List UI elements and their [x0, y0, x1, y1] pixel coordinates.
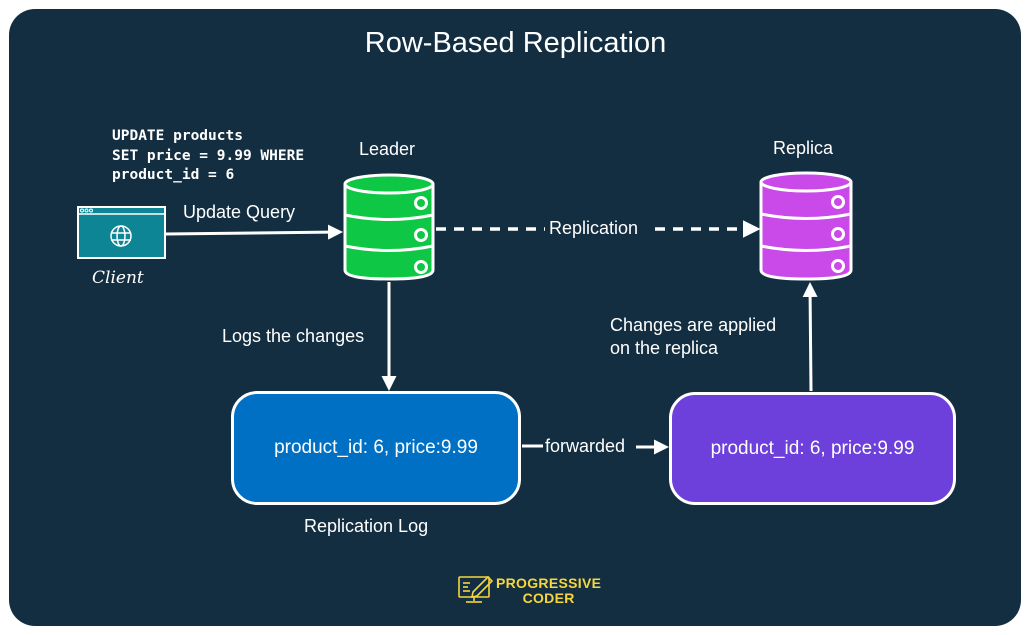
sql-query: UPDATE products SET price = 9.99 WHERE p…: [112, 127, 304, 186]
changes-applied-line: on the replica: [610, 338, 719, 358]
leader-database-icon: [343, 173, 435, 281]
diagram-title: Row-Based Replication: [364, 27, 667, 59]
update-query-arrow: [165, 224, 343, 240]
forwarded-label: forwarded: [545, 436, 626, 456]
replica-database-icon: [759, 171, 853, 281]
client-node: [77, 206, 166, 259]
changes-applied-label: Changes are applied on the replica: [610, 314, 776, 360]
replica-log-content: product_id: 6, price:9.99: [710, 437, 915, 459]
diagram-background: [9, 9, 1021, 626]
sql-query-line: SET price = 9.99 WHERE: [112, 147, 305, 164]
sql-query-line: UPDATE products: [112, 128, 243, 144]
replica-label: Replica: [773, 138, 834, 158]
leader-label: Leader: [359, 139, 416, 159]
progressive-coder-logo-icon: [458, 575, 494, 603]
sql-query-line: product_id = 6: [112, 167, 235, 183]
apply-changes-arrow: [802, 282, 818, 392]
client-label: Client: [92, 268, 144, 288]
changes-applied-line: Changes are applied: [610, 315, 777, 335]
replication-log-content: product_id: 6, price:9.99: [274, 437, 478, 458]
progressive-coder-logo: PROGRESSIVE CODER: [496, 576, 601, 606]
replication-log-label: Replication Log: [304, 516, 429, 536]
globe-icon: [110, 225, 132, 247]
logo-line-2: CODER: [522, 590, 575, 606]
update-query-label: Update Query: [183, 202, 296, 222]
replication-label: Replication: [549, 218, 639, 238]
replication-log-box: product_id: 6, price:9.99: [231, 391, 521, 505]
logo-line-1: PROGRESSIVE: [496, 575, 602, 591]
logs-changes-label: Logs the changes: [222, 326, 365, 346]
replica-log-box: product_id: 6, price:9.99: [669, 392, 956, 505]
